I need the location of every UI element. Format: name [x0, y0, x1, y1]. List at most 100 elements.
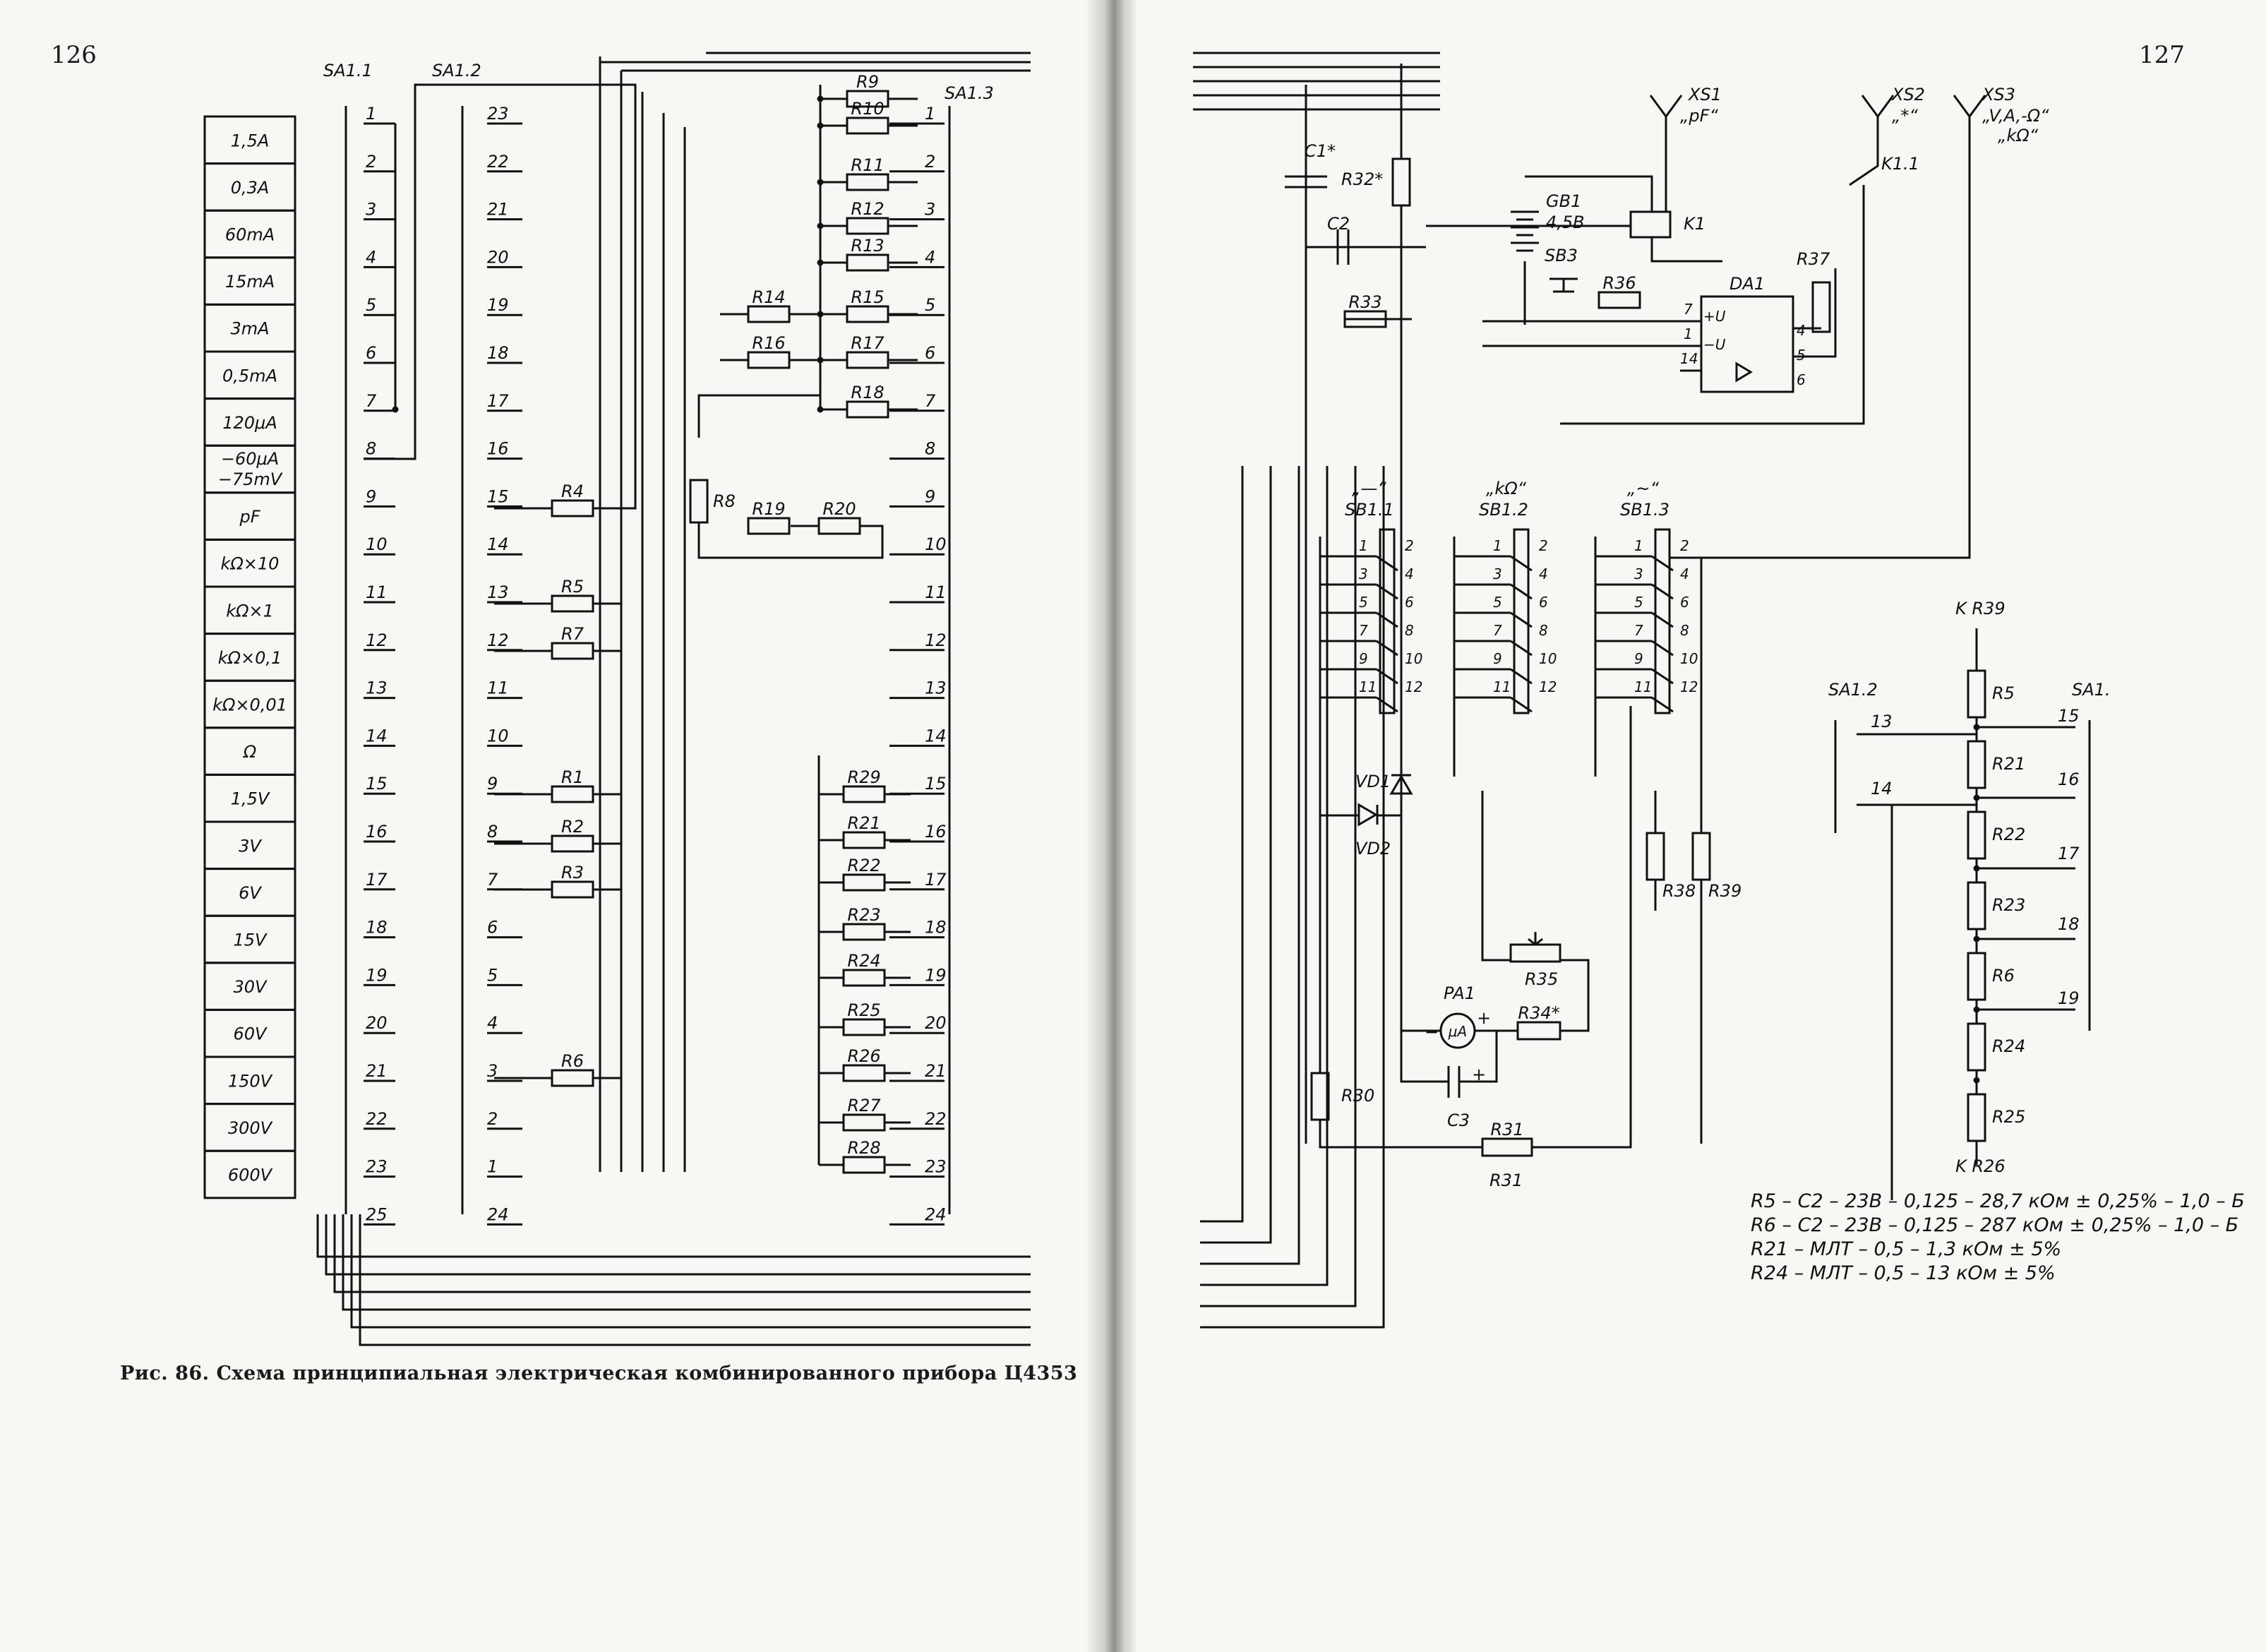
- wire: [1319, 1120, 1482, 1149]
- sa1-1-contact-number: 22: [366, 1109, 388, 1129]
- connector-xs3: [1953, 95, 1971, 117]
- resistor-r32-label: R32*: [1341, 169, 1383, 189]
- wire: [1651, 583, 1674, 600]
- capacitor-c3-plus: +: [1472, 1065, 1486, 1084]
- sa1-2-contact-number: 11: [487, 678, 509, 698]
- opamp-da1: [1700, 295, 1794, 393]
- sa1-2-contact-number: 19: [487, 295, 509, 315]
- harness-wire: [350, 1214, 1031, 1329]
- resistor-r11: [846, 173, 889, 191]
- sa1-1-contact-number: 6: [366, 343, 376, 363]
- wire: [1525, 175, 1653, 212]
- range-table-label: 1,5V: [231, 789, 270, 809]
- sa1-1-contact-number: 7: [366, 391, 377, 411]
- sa1-1-contact-number: 13: [366, 678, 388, 698]
- sa1-2-contact-number: 4: [487, 1013, 498, 1033]
- wire: [1651, 555, 1674, 572]
- detail-left-contact: 13: [1871, 712, 1893, 731]
- detail-resistor-r21-label: R21: [1992, 754, 2025, 774]
- capacitor-c3-label: C3: [1447, 1111, 1470, 1130]
- wire: [1510, 640, 1533, 657]
- wire: [1651, 696, 1674, 713]
- switch-sb1-1-pin: 5: [1359, 594, 1368, 611]
- detail-right-contact: 19: [2058, 988, 2080, 1008]
- resistor-r18-label: R18: [851, 383, 884, 402]
- resistor-r38: [1645, 832, 1665, 881]
- resistor-r4-label: R4: [561, 481, 584, 501]
- wire: [1659, 145, 1971, 559]
- switch-sb1-2-pin: 12: [1539, 678, 1557, 695]
- sa1-3-contact-number: 1: [925, 104, 935, 124]
- resistor-r33-label: R33: [1348, 292, 1381, 312]
- detail-resistor-r21: [1967, 740, 1986, 789]
- detail-resistor-r6-label: R6: [1992, 966, 2015, 986]
- switch-sb1-2-shaft: [1513, 528, 1530, 714]
- switch-sb1-2-pin: 5: [1493, 594, 1502, 611]
- sa1-2-contact-number: 15: [487, 486, 509, 506]
- sa1-2-contact-number: 18: [487, 343, 509, 363]
- sa1-1-contact-number: 2: [366, 152, 376, 172]
- relay-k1-label: K1: [1684, 214, 1706, 234]
- resistor-r28: [842, 1156, 886, 1174]
- right-page: [1101, 0, 2266, 1652]
- switch-sb1-3-pin: 1: [1634, 537, 1643, 554]
- harness-wire: [359, 1214, 1031, 1346]
- sa1-1-contact-number: 17: [366, 870, 388, 890]
- wire: [1793, 268, 1837, 358]
- opamp-da1-label: DA1: [1730, 274, 1765, 294]
- harness-wire: [1200, 466, 1329, 1286]
- resistor-r36: [1597, 291, 1641, 309]
- resistor-r22-label: R22: [847, 856, 880, 875]
- sa1-1-contact-number: 16: [366, 822, 388, 842]
- sa1-2-contact-number: 9: [487, 774, 498, 794]
- detail-switch-label-sa1: SA1.: [2072, 680, 2111, 700]
- switch-sb1-3-pin: 2: [1680, 537, 1689, 554]
- resistor-r16-label: R16: [752, 333, 785, 353]
- resistor-r17: [846, 351, 889, 369]
- sa1-3-contact-number: 14: [925, 726, 947, 746]
- connector-xs2: [1876, 95, 1895, 117]
- detail-resistor-r5-label: R5: [1992, 683, 2015, 703]
- sa1-3-contact-number: 17: [925, 870, 947, 890]
- sa1-3-contact-number: 19: [925, 965, 947, 985]
- detail-resistor-r25: [1967, 1093, 1986, 1142]
- resistor-r38-label: R38: [1662, 881, 1696, 901]
- connector-xs1: [1649, 95, 1667, 117]
- resistor-r24: [842, 969, 886, 987]
- resistor-r19-label: R19: [752, 499, 785, 519]
- range-table-label: 6V: [239, 883, 262, 903]
- junction-dot: [392, 406, 399, 413]
- switch-sb1-1-pin: 11: [1359, 678, 1377, 695]
- resistor-r23: [842, 923, 886, 941]
- sa1-1-contact-number: 23: [366, 1157, 388, 1177]
- diode-vd2: [1357, 803, 1379, 827]
- resistor-r30: [1310, 1072, 1330, 1121]
- resistor-r7: [551, 642, 594, 660]
- resistor-r34-label: R34*: [1518, 1003, 1559, 1023]
- harness-wire: [1200, 466, 1244, 1223]
- sa1-3-contact-number: 24: [925, 1204, 947, 1224]
- switch-sb1-1-pin: 1: [1359, 537, 1368, 554]
- switch-sb1-3-pin: 6: [1680, 594, 1689, 611]
- sa1-3-contact-number: 11: [925, 582, 947, 602]
- switch-sb1-3-pin: 8: [1680, 622, 1689, 639]
- switch-sb1-2-pin: 6: [1539, 594, 1548, 611]
- detail-right-contact: 15: [2058, 706, 2080, 726]
- switch-sb1-1-mark: „—“: [1352, 479, 1386, 498]
- switch-sb1-3-pin: 10: [1680, 650, 1698, 667]
- resistor-r27: [842, 1113, 886, 1132]
- range-table-label: 15mA: [225, 272, 275, 292]
- range-table-label: kΩ×0,01: [212, 695, 287, 715]
- range-table-label: Ω: [243, 742, 257, 762]
- diode-vd1-label: VD1: [1355, 772, 1391, 791]
- sa1-2-contact-number: 8: [487, 822, 498, 842]
- sa1-1-contact-number: 21: [366, 1061, 388, 1081]
- connector-xs3-mark: „kΩ“: [1998, 126, 2039, 145]
- wire: [1532, 706, 1632, 1149]
- harness-wire: [333, 1214, 1031, 1293]
- resistor-r10-label: R10: [851, 99, 884, 119]
- connector-xs2-label: XS2: [1890, 85, 1925, 104]
- battery-gb1-value: 4,5B: [1546, 213, 1585, 232]
- potentiometer-r35-label: R35: [1525, 969, 1558, 989]
- switch-label-sa1-3: SA1.3: [945, 83, 994, 103]
